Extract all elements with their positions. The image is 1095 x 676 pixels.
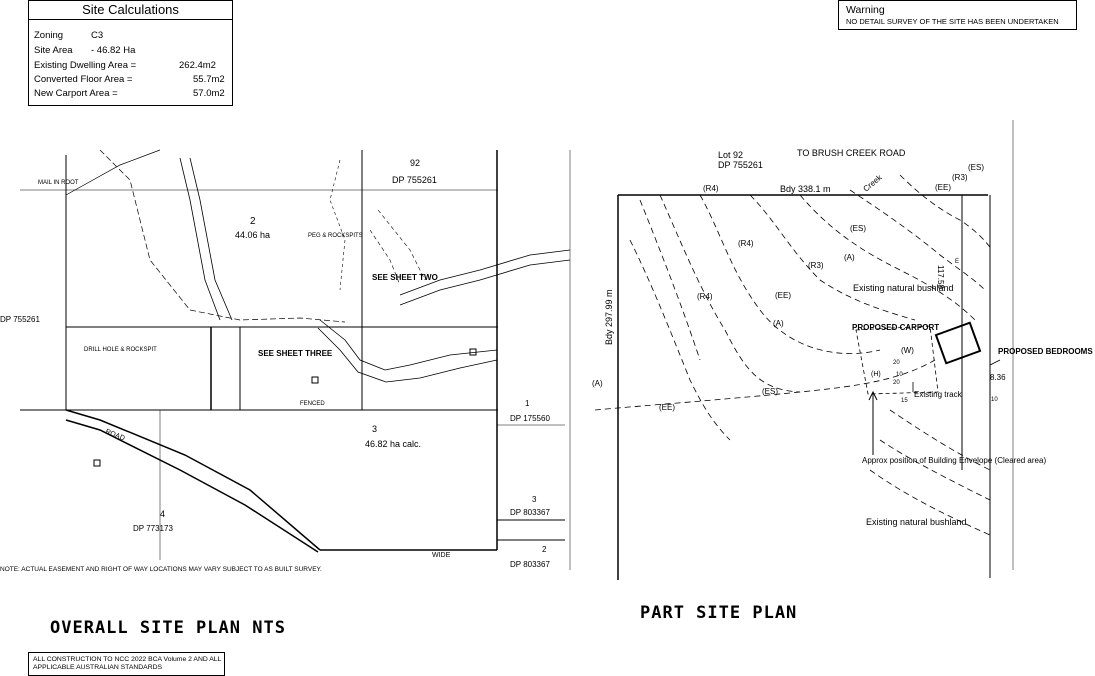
- contour-e: E: [955, 259, 959, 265]
- bdy-left-label: Bdy 297.99 m: [604, 289, 614, 345]
- overall-dp-left: DP 755261: [0, 315, 40, 324]
- overall-lot-1: 1: [525, 399, 530, 408]
- overall-dp-3b: DP 803367: [510, 508, 550, 517]
- overall-lot-92: 92: [410, 158, 420, 168]
- overall-site-plan-title: OVERALL SITE PLAN NTS: [50, 618, 286, 638]
- new-carport-label: New Carport Area =: [34, 88, 118, 99]
- part-plan-boundaries: [569, 120, 1014, 580]
- warning-title: Warning: [846, 4, 885, 16]
- contour-15: 15: [901, 398, 908, 404]
- contour-10b: 10: [991, 397, 998, 403]
- overall-lot-2b: 2: [542, 545, 547, 554]
- warning-text: NO DETAIL SURVEY OF THE SITE HAS BEEN UN…: [846, 17, 1059, 26]
- bdy-top-label: Bdy 338.1 m: [780, 184, 831, 194]
- envelope-label: Approx position of Building Envelope (Cl…: [862, 456, 1046, 465]
- tag-r4-2: (R4): [738, 239, 754, 248]
- overall-lot-3: 3: [372, 424, 377, 434]
- peg-rock-label: PEG & ROCKSPITS: [308, 233, 363, 239]
- site-calculations-title: Site Calculations: [29, 1, 232, 20]
- overall-dp-92: DP 755261: [392, 175, 437, 185]
- existing-dwelling-label: Existing Dwelling Area =: [34, 60, 137, 71]
- tag-ee-1: (EE): [935, 183, 951, 192]
- tag-r4-3: (R4): [697, 292, 713, 301]
- overall-plan-boundaries: [20, 149, 571, 560]
- overall-lot-2: 2: [250, 216, 256, 227]
- overall-lot-3b: 3: [532, 495, 537, 504]
- bdy-right-label: 117.58: [936, 265, 945, 289]
- tag-w: (W): [901, 346, 914, 355]
- tag-es-3: (ES): [762, 387, 778, 396]
- overall-area-3: 46.82 ha calc.: [365, 439, 421, 449]
- road-label: ROAD: [104, 428, 125, 442]
- fenced-label: FENCED: [300, 401, 325, 407]
- tag-es-2: (ES): [850, 224, 866, 233]
- wide-label: WIDE: [432, 552, 451, 559]
- overall-note: NOTE: ACTUAL EASEMENT AND RIGHT OF WAY L…: [0, 566, 322, 573]
- tag-r3-2: (R3): [808, 261, 824, 270]
- converted-floor-value: 55.7m2: [193, 74, 225, 85]
- overall-area-2: 44.06 ha: [235, 230, 270, 240]
- drill-hole-label: DRILL HOLE & ROCKSPIT: [84, 347, 157, 353]
- tag-ee-3: (EE): [659, 403, 675, 412]
- overall-lot-4: 4: [160, 509, 165, 519]
- tag-es-1: (ES): [968, 163, 984, 172]
- proposed-bedrooms-label: PROPOSED BEDROOMS: [998, 347, 1093, 356]
- zoning-label: Zoning: [34, 30, 64, 41]
- tag-h: (H): [871, 371, 881, 378]
- dim-836-label: 8.36: [990, 373, 1006, 382]
- converted-floor-label: Converted Floor Area =: [34, 74, 133, 85]
- creek-label: Creek: [862, 172, 885, 193]
- overall-dp-1: DP 175560: [510, 414, 550, 423]
- ncc-compliance-text: ALL CONSTRUCTION TO NCC 2022 BCA Volume …: [33, 656, 222, 671]
- part-dp-label: DP 755261: [718, 160, 763, 170]
- warning-box: Warning NO DETAIL SURVEY OF THE SITE HAS…: [838, 0, 1077, 30]
- new-carport-value: 57.0m2: [193, 88, 225, 99]
- bushland-1-label: Existing natural bushland: [853, 283, 954, 293]
- overall-dp-4: DP 773173: [133, 524, 173, 533]
- see-sheet-two-label: SEE SHEET TWO: [372, 273, 438, 282]
- contour-20b: 20: [893, 380, 900, 386]
- existing-dwelling-value: 262.4m2: [179, 60, 216, 71]
- tag-r4-1: (R4): [703, 184, 719, 193]
- tag-ee-2: (EE): [775, 291, 791, 300]
- tag-a-3: (A): [592, 379, 603, 388]
- tag-a-2: (A): [773, 319, 784, 328]
- site-area-value: - 46.82 Ha: [91, 45, 136, 56]
- contour-20a: 20: [893, 360, 900, 366]
- tag-a-1: (A): [844, 253, 855, 262]
- proposed-carport-label: PROPOSED CARPORT: [852, 323, 939, 332]
- part-site-plan-title: PART SITE PLAN: [640, 603, 798, 623]
- site-calculations-box: Site Calculations Zoning C3 Site Area - …: [28, 0, 233, 106]
- see-sheet-three-label: SEE SHEET THREE: [258, 349, 333, 358]
- existing-track-label: Existing track: [914, 390, 963, 399]
- contour-10a: 10: [896, 372, 903, 378]
- bushland-2-label: Existing natural bushland: [866, 517, 967, 527]
- site-area-label: Site Area: [34, 45, 73, 56]
- ncc-compliance-box: ALL CONSTRUCTION TO NCC 2022 BCA Volume …: [28, 652, 225, 676]
- overall-dp-2b: DP 803367: [510, 560, 550, 569]
- to-road-label: TO BRUSH CREEK ROAD: [797, 148, 906, 158]
- zoning-value: C3: [91, 30, 104, 41]
- part-lot-label: Lot 92: [718, 150, 743, 160]
- mail-label: MAIL IN ROOT: [38, 180, 79, 186]
- tag-r3-1: (R3): [952, 173, 968, 182]
